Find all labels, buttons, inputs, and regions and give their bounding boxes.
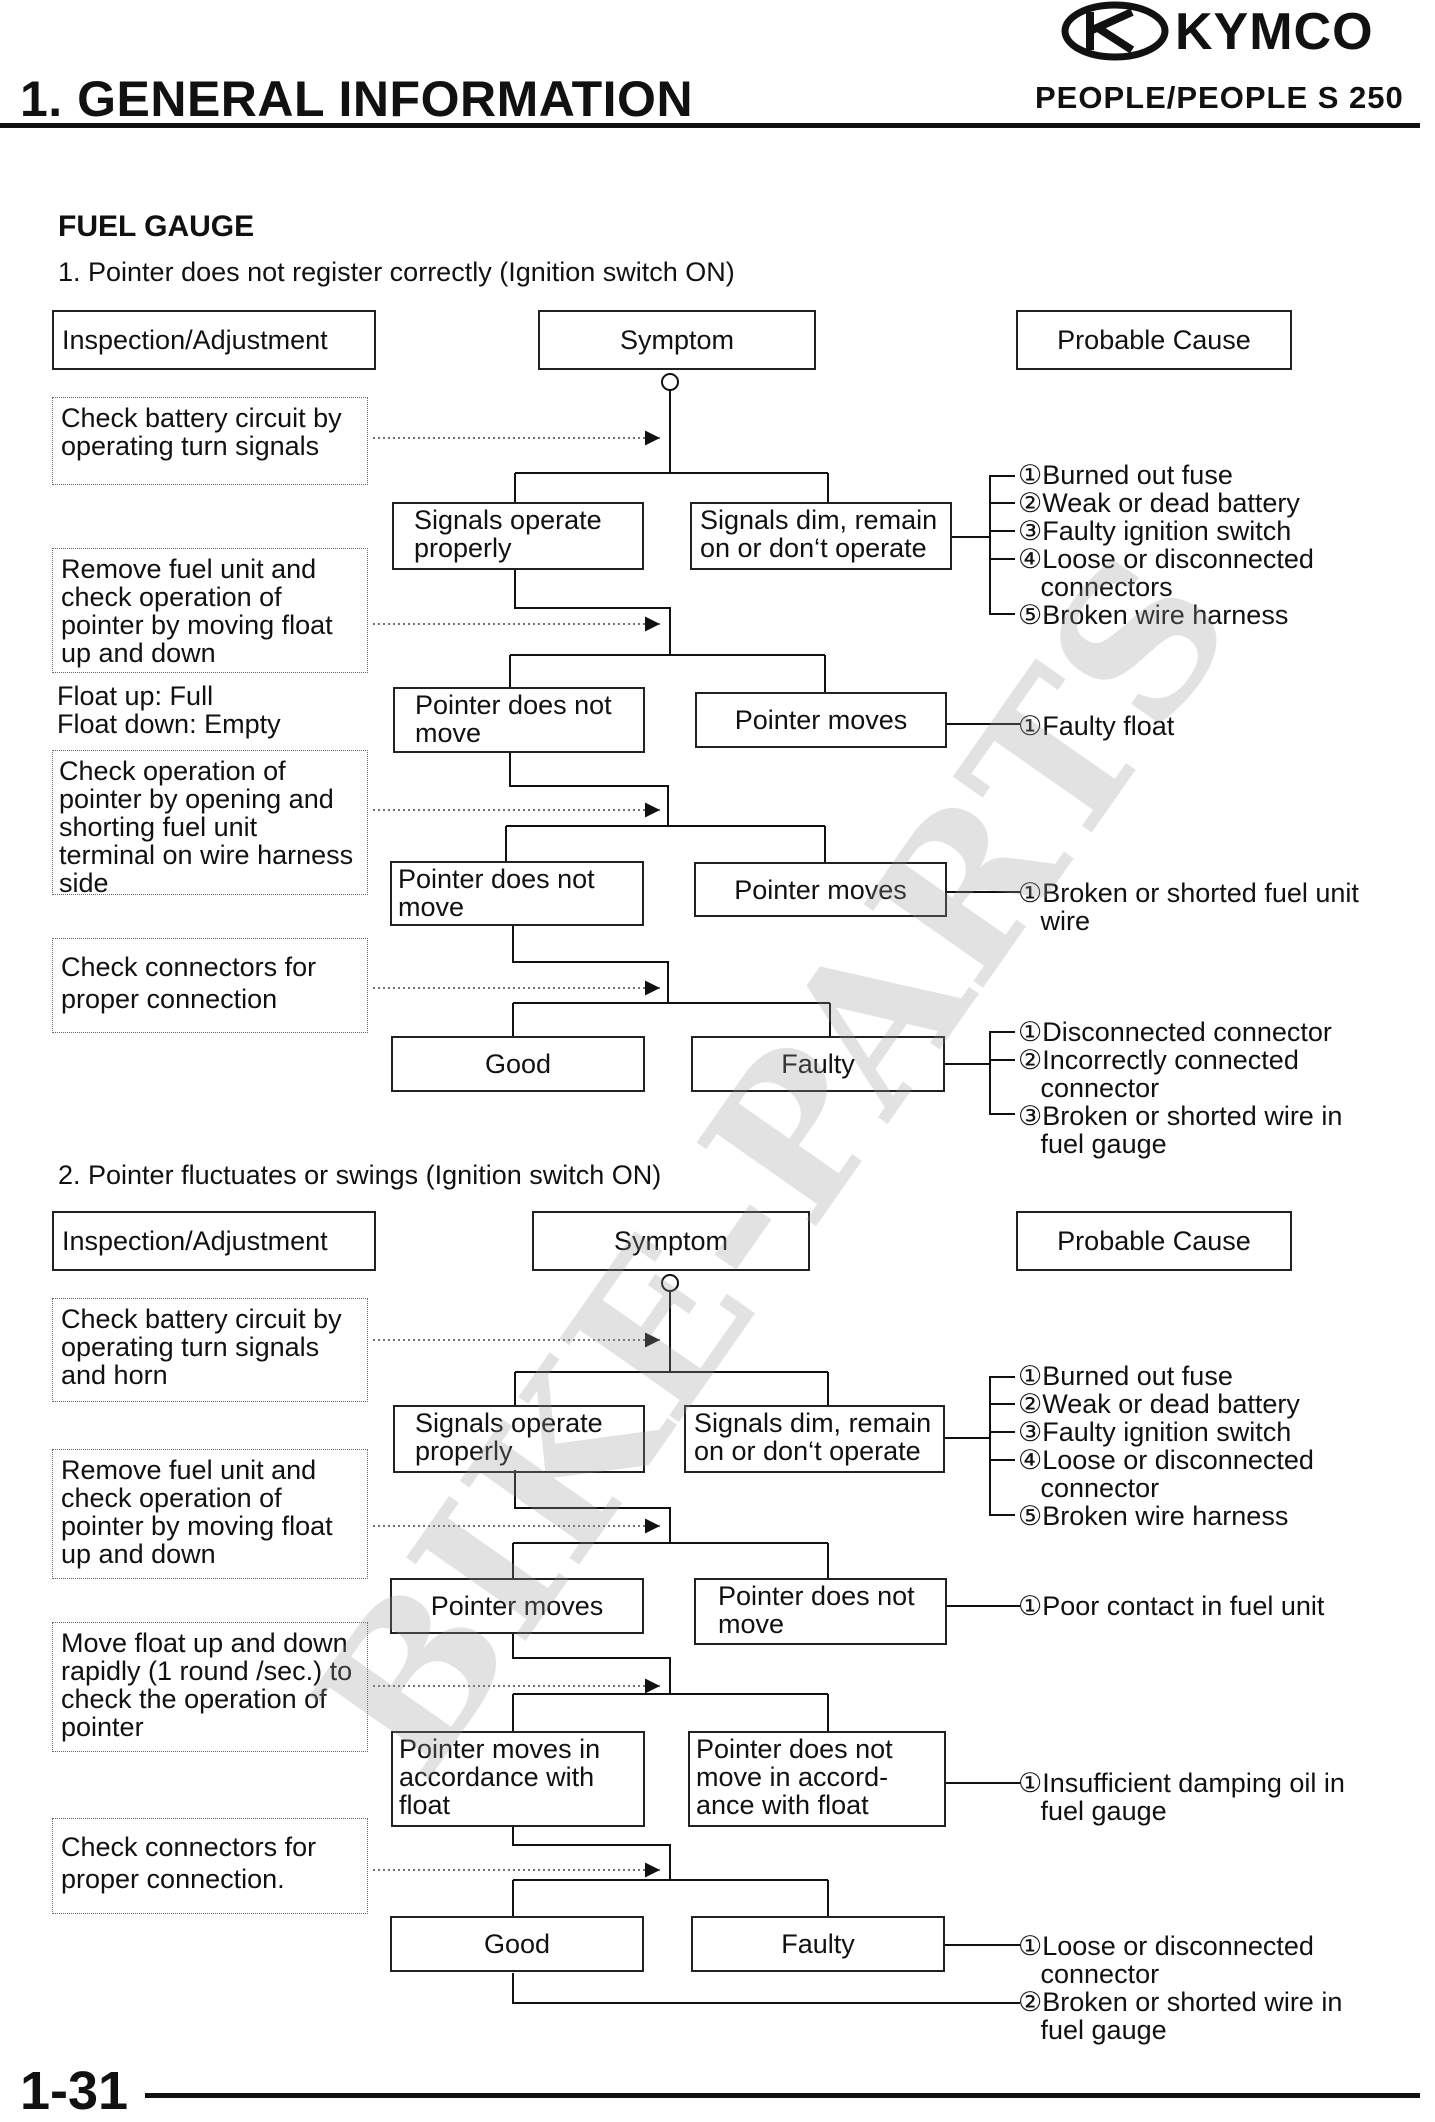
- part1-r1-cause-4: ④Loose or disconnected connectors: [1018, 544, 1314, 602]
- part2-r2-cause-1: ①Poor contact in fuel unit: [1018, 1591, 1325, 1621]
- part1-r2-cause-1: ①Faulty float: [1018, 711, 1175, 741]
- part2-r1-cause-5: ⑤Broken wire harness: [1018, 1501, 1289, 1531]
- part2-r3-cause-1: ①Insufficient damping oil in fuel gauge: [1018, 1768, 1345, 1826]
- part2-r1-right: Signals dim, remain on or don‘t operate: [684, 1405, 945, 1473]
- part2-r2-right: Pointer does not move: [694, 1578, 947, 1645]
- part2-col-cause: Probable Cause: [1016, 1211, 1292, 1271]
- part1-r4-cause-3: ③Broken or shorted wire in fuel gauge: [1018, 1101, 1343, 1159]
- section-title: FUEL GAUGE: [58, 210, 255, 243]
- part2-r3-left: Pointer moves in accordance with float: [391, 1731, 645, 1827]
- part1-float-up: Float up: Full: [57, 681, 214, 711]
- part1-heading: 1. Pointer does not register correctly (…: [58, 257, 735, 287]
- part1-r4-cause-1: ①Disconnected connector: [1018, 1017, 1332, 1047]
- part2-r4-left: Good: [390, 1916, 644, 1972]
- chapter-title: 1. GENERAL INFORMATION: [20, 71, 694, 127]
- part1-r1-right: Signals dim, remain on or don‘t operate: [690, 502, 952, 570]
- kymco-logo: KYMCO: [1060, 0, 1410, 62]
- part1-r1-cause-1: ①Burned out fuse: [1018, 460, 1233, 490]
- part1-r3-cause-1: ①Broken or shorted fuel unit wire: [1018, 878, 1359, 936]
- part2-step1: Check battery circuit by operating turn …: [52, 1298, 368, 1402]
- part1-r1-cause-5: ⑤Broken wire harness: [1018, 600, 1289, 630]
- part1-step4: Check connectors for proper connection: [52, 938, 368, 1033]
- part2-r4-cause-2: ②Broken or shorted wire in fuel gauge: [1018, 1987, 1343, 2045]
- part2-r1-cause-3: ③Faulty ignition switch: [1018, 1417, 1292, 1447]
- part1-r4-right: Faulty: [691, 1036, 945, 1092]
- part2-heading: 2. Pointer fluctuates or swings (Ignitio…: [58, 1160, 662, 1190]
- part2-col-symptom: Symptom: [532, 1211, 810, 1271]
- part2-r4-cause-1: ①Loose or disconnected connector: [1018, 1931, 1314, 1989]
- part1-r4-cause-2: ②Incorrectly connected connector: [1018, 1045, 1299, 1103]
- part2-r4-right: Faulty: [691, 1916, 945, 1972]
- part1-col-symptom: Symptom: [538, 310, 816, 370]
- header-rule: [0, 123, 1420, 128]
- part1-col-inspection: Inspection/Adjustment: [52, 310, 376, 370]
- part1-step2: Remove fuel unit and check operation of …: [52, 548, 368, 673]
- part2-r1-cause-1: ①Burned out fuse: [1018, 1361, 1233, 1391]
- part1-step1: Check battery circuit by operating turn …: [52, 397, 368, 485]
- part2-col-inspection: Inspection/Adjustment: [52, 1211, 376, 1271]
- part2-step3: Move float up and down rapidly (1 round …: [52, 1622, 368, 1752]
- part2-r1-cause-4: ④Loose or disconnected connector: [1018, 1445, 1314, 1503]
- part1-r1-cause-3: ③Faulty ignition switch: [1018, 516, 1292, 546]
- part1-r1-left: Signals operate properly: [392, 502, 644, 570]
- model-name: PEOPLE/PEOPLE S 250: [1035, 80, 1404, 115]
- part1-step3: Check operation of pointer by opening an…: [52, 750, 368, 897]
- part1-r3-left: Pointer does not move: [390, 861, 644, 926]
- part2-r1-left: Signals operate properly: [393, 1405, 645, 1473]
- part1-r2-right: Pointer moves: [695, 692, 947, 748]
- part1-r3-right: Pointer moves: [694, 862, 947, 917]
- brand-name: KYMCO: [1175, 3, 1374, 61]
- page-number: 1-31: [20, 2061, 129, 2121]
- part2-r1-cause-2: ②Weak or dead battery: [1018, 1389, 1300, 1419]
- part1-float-down: Float down: Empty: [57, 709, 281, 739]
- part1-r2-left: Pointer does not move: [393, 687, 645, 753]
- footer-rule: [145, 2093, 1420, 2098]
- part2-r2-left: Pointer moves: [390, 1578, 644, 1634]
- part2-r3-right: Pointer does not move in accord-ance wit…: [688, 1731, 946, 1827]
- part2-step4: Check connectors for proper connection.: [52, 1818, 368, 1914]
- part2-step2: Remove fuel unit and check operation of …: [52, 1449, 368, 1579]
- part1-r1-cause-2: ②Weak or dead battery: [1018, 488, 1300, 518]
- part1-col-cause: Probable Cause: [1016, 310, 1292, 370]
- part1-r4-left: Good: [391, 1036, 645, 1092]
